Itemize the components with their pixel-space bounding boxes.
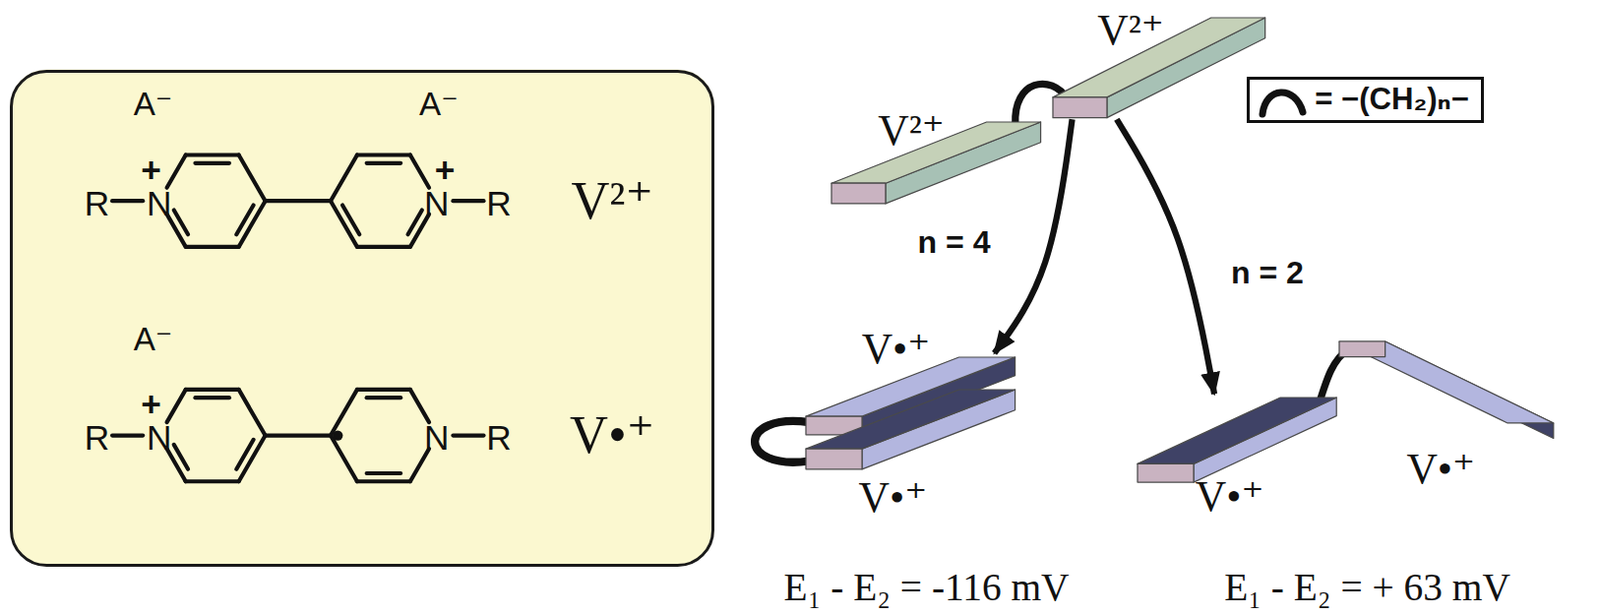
bond-line [452, 198, 484, 203]
bond-line [239, 155, 266, 202]
bar-end-face [1339, 341, 1386, 358]
bond-line [185, 245, 240, 249]
panel-ground [9, 68, 715, 566]
viologen-bar: V²⁺ [831, 122, 1042, 204]
bond-line [167, 389, 186, 423]
atom-label: R [84, 419, 110, 456]
bond-line [408, 210, 423, 236]
bond-line [265, 433, 331, 438]
bond-line [330, 389, 358, 436]
linker-symbol [1257, 82, 1309, 119]
bond-line [174, 444, 188, 470]
bar-top-face [1137, 397, 1337, 464]
counter-anion: A⁻ [133, 87, 174, 123]
bar-shape [805, 389, 1016, 470]
bar-end-face [831, 184, 886, 205]
atom-label: R [486, 419, 511, 456]
arrow-label: n = 4 [915, 226, 994, 260]
bond-line [239, 389, 266, 436]
species-label: V•⁺ [569, 407, 655, 464]
charge-sign: + [140, 151, 162, 188]
bond-line [367, 161, 402, 166]
bond-line [167, 155, 186, 188]
radical-bar: V•⁺ [805, 389, 1016, 470]
legend-box: = −(CH₂)ₙ− [1246, 76, 1484, 124]
potential-difference: E₁ - E₂ = + 63 mV [1224, 567, 1511, 609]
bond-line [112, 198, 143, 203]
bond-line [112, 433, 143, 438]
atom-label: N [146, 419, 172, 456]
bar-top-face [1339, 341, 1554, 424]
bond-line [452, 433, 484, 438]
radical-bar: V•⁺ [1137, 397, 1337, 483]
reaction-arrow [1116, 119, 1215, 394]
bond-line [330, 155, 358, 202]
bond-line [357, 152, 411, 157]
radical-bar: V•⁺ [1339, 341, 1554, 439]
bar-end-face [1052, 97, 1108, 119]
radical-dot [332, 430, 343, 440]
bond-line [367, 395, 402, 400]
atom-label: N [424, 419, 449, 456]
molecule-panel: V²⁺ V•⁺ [9, 69, 715, 567]
species-label: V²⁺ [570, 173, 654, 230]
bond-line [410, 389, 430, 423]
species-label: V•⁺ [861, 326, 931, 372]
bond-line [194, 161, 230, 166]
charge-sign: + [140, 385, 162, 423]
bond-line [174, 210, 188, 236]
bond-line [357, 387, 411, 392]
atom-label: R [486, 184, 511, 222]
bond-line [330, 435, 358, 483]
bond-line [185, 479, 240, 484]
bar-shape [1339, 341, 1554, 439]
atom-label: N [424, 184, 449, 222]
counter-anion: A⁻ [419, 87, 459, 123]
species-label: V•⁺ [1195, 474, 1265, 520]
bond-line [185, 152, 240, 157]
bond-line [236, 204, 253, 235]
bond-line [194, 395, 230, 400]
atom-label: N [146, 184, 172, 222]
counter-anion: A⁻ [133, 322, 174, 358]
alkyl-linker [754, 421, 809, 463]
viologen-structures [112, 155, 484, 483]
bond-line [357, 479, 411, 484]
bond-line [236, 439, 253, 470]
legend-text: = −(CH₂)ₙ− [1314, 83, 1470, 117]
bond-line [185, 387, 240, 392]
bond-line [265, 198, 331, 203]
bond-line [367, 471, 402, 476]
linker-symbol-stroke [1262, 92, 1303, 115]
species-label: V²⁺ [1097, 7, 1165, 54]
potential-difference: E₁ - E₂ = -116 mV [784, 567, 1070, 609]
species-label: V•⁺ [859, 475, 928, 521]
bond-line [357, 245, 411, 249]
bar-end-face [805, 448, 862, 470]
bar-shape [1137, 397, 1337, 483]
atom-label: R [84, 184, 110, 222]
species-label: V•⁺ [1406, 446, 1476, 493]
species-label: V²⁺ [877, 108, 945, 154]
bar-top-face [805, 389, 1016, 449]
bond-line [410, 155, 430, 188]
arrow-label: n = 2 [1228, 256, 1307, 291]
charge-sign: + [434, 151, 456, 188]
bond-line [342, 204, 360, 235]
viologen-bar: V²⁺ [1052, 17, 1266, 119]
bar-end-face [1137, 464, 1194, 484]
